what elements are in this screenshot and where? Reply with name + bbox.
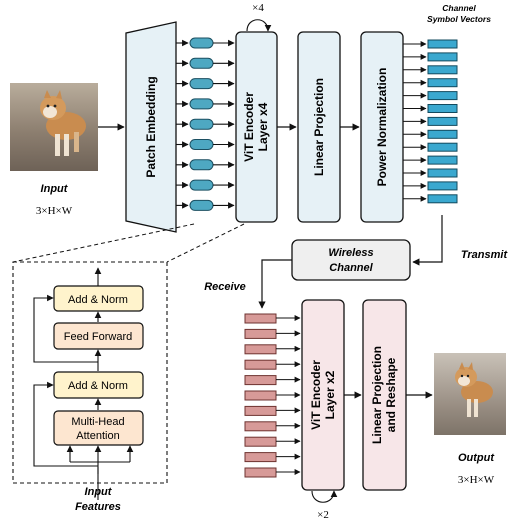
input-dims: 3×H×W	[36, 205, 73, 217]
repeat-loop-bottom	[311, 490, 338, 503]
output-label: Output	[458, 452, 495, 464]
received-token	[244, 467, 277, 478]
attention-line1: Multi-Head	[71, 416, 124, 428]
received-token	[244, 344, 277, 355]
wireless-channel-line2: Channel	[329, 262, 373, 274]
encoder-layer-detail	[12, 261, 168, 484]
multi-head-attention	[53, 410, 144, 446]
symbol-vector	[427, 91, 458, 101]
decoder-token-column	[244, 313, 301, 478]
zoom-line-left	[12, 223, 195, 263]
received-token	[244, 405, 277, 416]
vit-encoder-line1: ViT Encoder	[242, 92, 256, 162]
received-token	[244, 436, 277, 447]
patch-token	[189, 37, 214, 49]
decoder-vit-line2: Layer x2	[323, 370, 337, 419]
patch-token	[189, 118, 214, 130]
patch-embedding-label: Patch Embedding	[144, 76, 158, 177]
vit-encoder-line2: Layer x4	[256, 102, 270, 151]
zoom-line-right	[166, 223, 245, 263]
add-norm-bottom	[53, 371, 144, 399]
residual-attention	[33, 381, 98, 467]
feed-forward	[53, 322, 144, 350]
add-norm-top-label: Add & Norm	[68, 294, 128, 306]
symbol-vector	[427, 129, 458, 139]
residual-feedforward	[33, 294, 98, 363]
add-norm-top	[53, 285, 144, 312]
symbols-title-line2: Symbol Vectors	[427, 14, 491, 24]
received-token	[244, 359, 277, 370]
add-norm-bottom-label: Add & Norm	[68, 380, 128, 392]
repeat-x4-label: ×4	[252, 2, 264, 14]
patch-token	[189, 159, 214, 171]
symbol-vector	[427, 181, 458, 191]
symbol-vector	[427, 142, 458, 152]
repeat-x2-label: ×2	[317, 509, 329, 521]
attention-line2: Attention	[76, 430, 119, 442]
patch-token	[189, 199, 214, 211]
encoder-token-column	[176, 37, 235, 211]
power-normalization-block	[360, 31, 404, 223]
symbol-vector	[427, 78, 458, 88]
patch-token	[189, 179, 214, 191]
received-token	[244, 421, 277, 432]
channel-symbol-column	[403, 39, 458, 204]
symbol-vector	[427, 52, 458, 62]
receive-arrow	[258, 259, 292, 309]
symbol-vector	[427, 155, 458, 165]
symbol-vector	[427, 194, 458, 204]
feed-forward-label: Feed Forward	[64, 331, 132, 343]
received-token	[244, 313, 277, 324]
received-token	[244, 390, 277, 401]
patch-token	[189, 139, 214, 150]
symbol-vector	[427, 104, 458, 113]
patch-embedding-block	[125, 21, 177, 233]
patch-token	[189, 98, 214, 110]
symbols-title-line1: Channel	[442, 3, 476, 13]
symbol-vector	[427, 65, 458, 75]
receive-label: Receive	[204, 281, 246, 293]
patch-token	[189, 78, 214, 90]
symbol-vector	[427, 168, 458, 178]
input-features-line2: Features	[75, 501, 121, 513]
input-features-line1: Input	[85, 486, 113, 498]
linear-reshape-line2: and Reshape	[384, 357, 398, 432]
patch-token	[189, 57, 214, 69]
received-token	[244, 328, 277, 339]
output-dims: 3×H×W	[458, 474, 495, 486]
input-image	[10, 83, 98, 171]
received-token	[244, 452, 277, 463]
symbol-vector	[427, 116, 458, 126]
symbol-vector	[427, 39, 458, 49]
wireless-channel-line1: Wireless	[328, 247, 373, 259]
repeat-loop-top	[246, 19, 272, 32]
linear-projection-label: Linear Projection	[312, 78, 326, 176]
wireless-channel-block	[291, 239, 411, 281]
received-token	[244, 375, 277, 386]
decoder-vit-line1: ViT Encoder	[309, 360, 323, 430]
input-label: Input	[41, 183, 69, 195]
linear-reshape-line1: Linear Projection	[370, 346, 384, 444]
output-image	[434, 353, 506, 435]
transmit-label: Transmit	[461, 249, 509, 261]
power-normalization-label: Power Normalization	[375, 68, 389, 187]
transmit-arrow	[412, 215, 443, 266]
